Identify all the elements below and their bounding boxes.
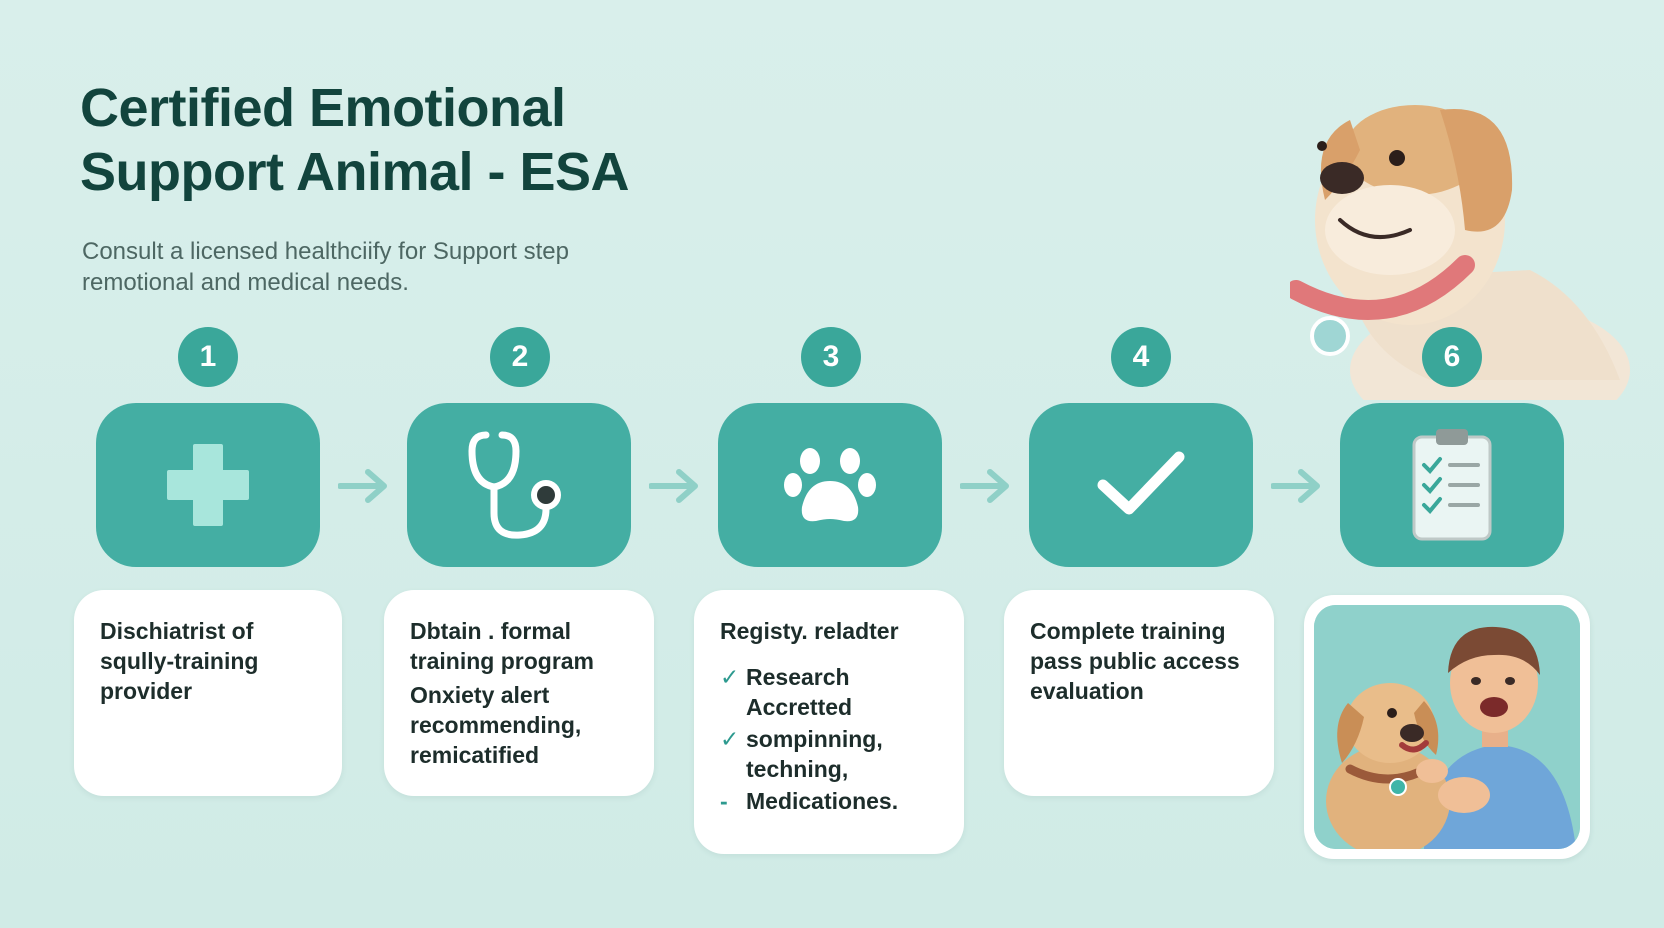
medical-cross-icon (167, 444, 249, 526)
step-2-tile (407, 403, 631, 567)
step-4-text: pass public access (1030, 648, 1240, 674)
step-4-tile (1029, 403, 1253, 567)
step-4-text: Complete training (1030, 618, 1226, 644)
step-3-bullet-text: Research (746, 664, 850, 690)
step-2-card: Dbtain . formal training program Onxiety… (384, 590, 654, 796)
step-3-badge: 3 (801, 327, 861, 387)
dog-illustration (1290, 105, 1630, 400)
clipboard-checklist-icon (1412, 429, 1492, 541)
step-3-bullet: ✓ sompinning, techning, (720, 724, 938, 784)
arrow-right-icon (338, 469, 387, 503)
step-1-card: Dischiatrist of sqully-training provider (74, 590, 342, 796)
step-1-text: sqully-training (100, 648, 259, 674)
step-2-text: Onxiety alert (410, 682, 550, 708)
subtitle-line-2: remotional and medical needs. (82, 269, 409, 296)
page-subtitle: Consult a licensed healthciify for Suppo… (82, 236, 682, 298)
step-1-text: Dischiatrist of (100, 618, 254, 644)
step-2-text: remicatified (410, 742, 540, 768)
step-4-card: Complete training pass public access eva… (1004, 590, 1274, 796)
subtitle-line-1: Consult a licensed healthciify for Suppo… (82, 238, 569, 265)
paw-icon (784, 448, 876, 522)
step-2-badge: 2 (490, 327, 550, 387)
arrow-right-icon (960, 469, 1009, 503)
arrow-right-icon (649, 469, 698, 503)
step-1-text: provider (100, 678, 193, 704)
title-line-2: Support Animal - ESA (80, 142, 630, 202)
title-line-1: Certified Emotional (80, 78, 566, 138)
check-icon: ✓ (720, 726, 740, 752)
step-2-text: training program (410, 648, 595, 674)
stethoscope-icon (468, 431, 561, 539)
page-title: Certified Emotional Support Animal - ESA (80, 76, 630, 204)
step-4-badge: 4 (1111, 327, 1171, 387)
step-3-bullet: ✓ Research Accretted (720, 662, 938, 722)
person-with-dog-illustration (1314, 605, 1580, 849)
step-2-text: Dbtain . formal (410, 618, 572, 644)
step-3-heading: Registy. reladter (720, 618, 899, 644)
step-3-bullet: - Medicationes. (720, 786, 938, 816)
dash-icon: - (720, 788, 728, 814)
esa-photo-card (1304, 595, 1590, 859)
step-4-text: evaluation (1030, 678, 1144, 704)
step-2-text: recommending, (410, 712, 582, 738)
arrow-right-icon (1271, 469, 1320, 503)
step-3-bullet-text: Medicationes. (746, 788, 899, 814)
person-with-dog-image (1314, 605, 1580, 849)
step-3-bullet-text: techning, (746, 756, 849, 782)
step-3-bullet-text: sompinning, (746, 726, 883, 752)
step-1-badge: 1 (178, 327, 238, 387)
step-3-card: Registy. reladter ✓ Research Accretted ✓… (694, 590, 964, 854)
step-3-bullet-text: Accretted (746, 694, 853, 720)
step-1-tile (96, 403, 320, 567)
step-3-tile (718, 403, 942, 567)
step-6-tile (1340, 403, 1564, 567)
checkmark-icon (1097, 451, 1185, 515)
step-6-badge: 6 (1422, 327, 1482, 387)
check-icon: ✓ (720, 664, 740, 690)
